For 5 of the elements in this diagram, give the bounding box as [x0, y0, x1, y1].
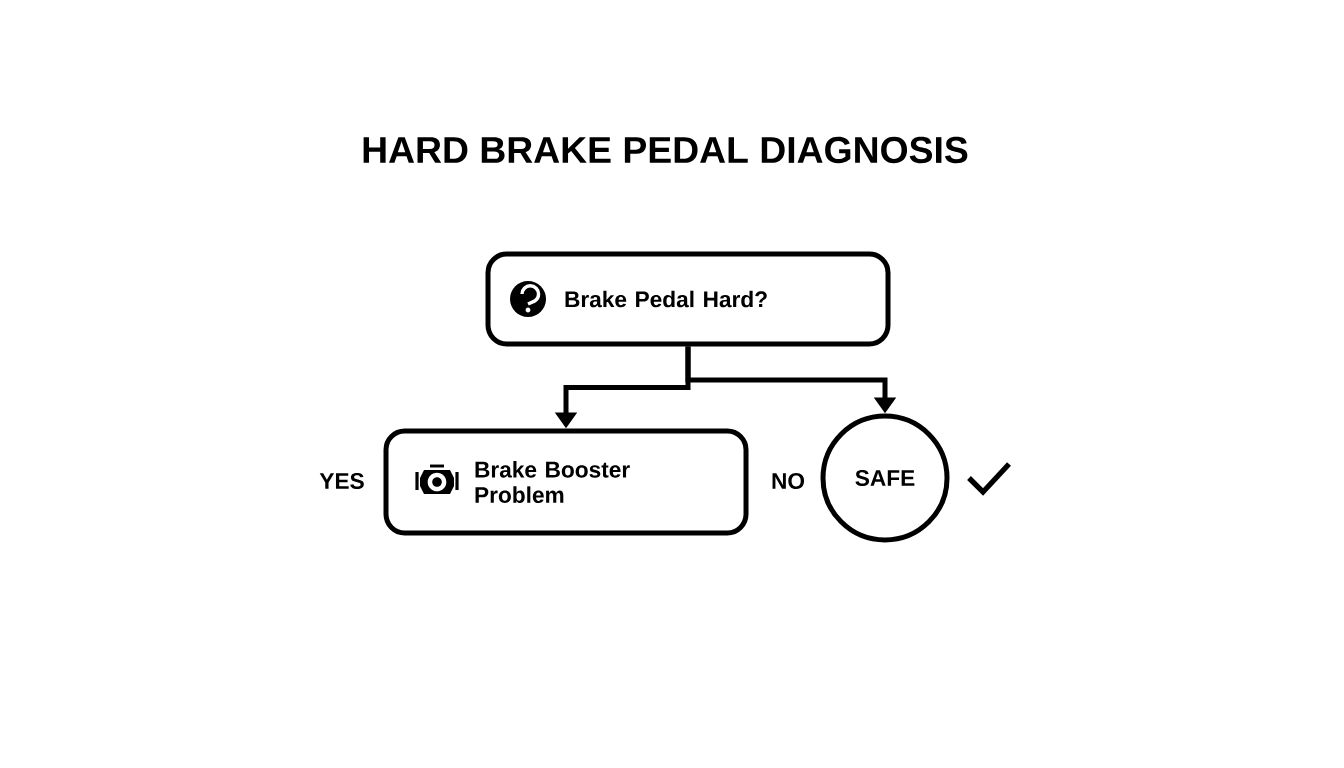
result-box: Brake Booster Problem	[383, 428, 749, 536]
title: HARD BRAKE PEDAL DIAGNOSIS	[363, 136, 968, 164]
question-box: Brake Pedal Hard?	[485, 251, 891, 347]
branch-label: NO	[772, 473, 805, 490]
branch-label: YES	[319, 473, 364, 490]
